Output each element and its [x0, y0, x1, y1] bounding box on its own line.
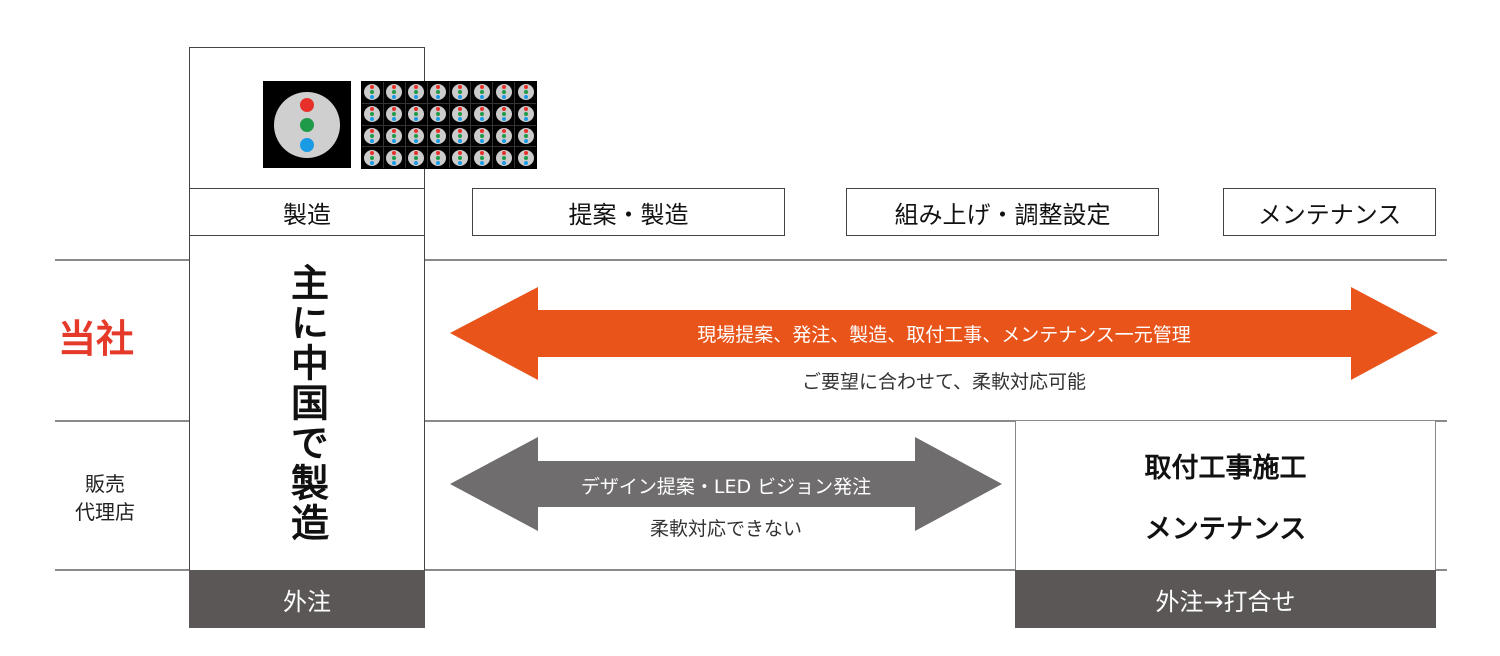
led-cell — [515, 147, 536, 168]
led-cell — [471, 82, 493, 103]
led-cell — [427, 82, 449, 103]
led-cell — [449, 147, 471, 168]
dealer-arrow-caption: 柔軟対応できない — [649, 517, 802, 540]
led-cell — [493, 103, 515, 125]
maintenance-text: メンテナンス — [1144, 513, 1307, 545]
led-cell — [362, 125, 383, 147]
led-cell — [493, 82, 515, 103]
row-label-company: 当社 — [58, 317, 135, 361]
led-cell — [383, 82, 405, 103]
led-cell — [449, 82, 471, 103]
led-cell — [383, 125, 405, 147]
row-divider — [55, 569, 1447, 571]
row-label-dealer: 販売 代理店 — [55, 470, 155, 526]
led-cell — [427, 147, 449, 168]
led-cell — [493, 147, 515, 168]
led-cell — [405, 147, 427, 168]
led-cell — [471, 147, 493, 168]
led-cell — [405, 82, 427, 103]
dealer-installation-box: 取付工事施工 メンテナンス — [1015, 421, 1436, 570]
led-cell — [405, 103, 427, 125]
vertical-text: 主に中国で製造 — [284, 263, 329, 543]
led-cell — [405, 125, 427, 147]
company-arrow-label: 現場提案、発注、製造、取付工事、メンテナンス一元管理 — [697, 323, 1191, 346]
led-panel-image — [361, 81, 537, 169]
dealer-line1: 販売 — [85, 472, 125, 496]
dealer-arrow — [450, 437, 1002, 531]
row-divider — [55, 420, 1447, 422]
led-cell — [471, 125, 493, 147]
dealer-arrow-label: デザイン提案・LED ビジョン発注 — [580, 475, 872, 498]
led-cell — [515, 125, 536, 147]
outsourced-meeting-footer: 外注→打合せ — [1015, 570, 1436, 628]
column-header-manufacturing: 製造 — [189, 188, 425, 236]
outsourced-footer: 外注 — [189, 570, 425, 628]
led-cell — [493, 125, 515, 147]
led-cell — [362, 82, 383, 103]
led-cell — [471, 103, 493, 125]
led-cell — [449, 103, 471, 125]
installation-text: 取付工事施工 — [1144, 452, 1307, 484]
row-divider — [55, 259, 1447, 261]
column-header-proposal: 提案・製造 — [472, 188, 785, 236]
led-cell — [383, 103, 405, 125]
led-cell — [449, 125, 471, 147]
company-arrow — [450, 287, 1438, 380]
column-header-assembly: 組み上げ・調整設定 — [846, 188, 1159, 236]
led-cell — [427, 103, 449, 125]
led-cell — [362, 147, 383, 168]
led-cell — [515, 103, 536, 125]
led-module-image — [263, 81, 351, 168]
led-cell — [362, 103, 383, 125]
led-cell — [515, 82, 536, 103]
led-cell — [427, 125, 449, 147]
led-cell — [383, 147, 405, 168]
company-arrow-caption: ご要望に合わせて、柔軟対応可能 — [801, 370, 1087, 393]
manufacturing-note: 主に中国で製造 — [189, 236, 425, 570]
column-header-maintenance: メンテナンス — [1223, 188, 1436, 236]
dealer-line2: 代理店 — [75, 500, 135, 524]
